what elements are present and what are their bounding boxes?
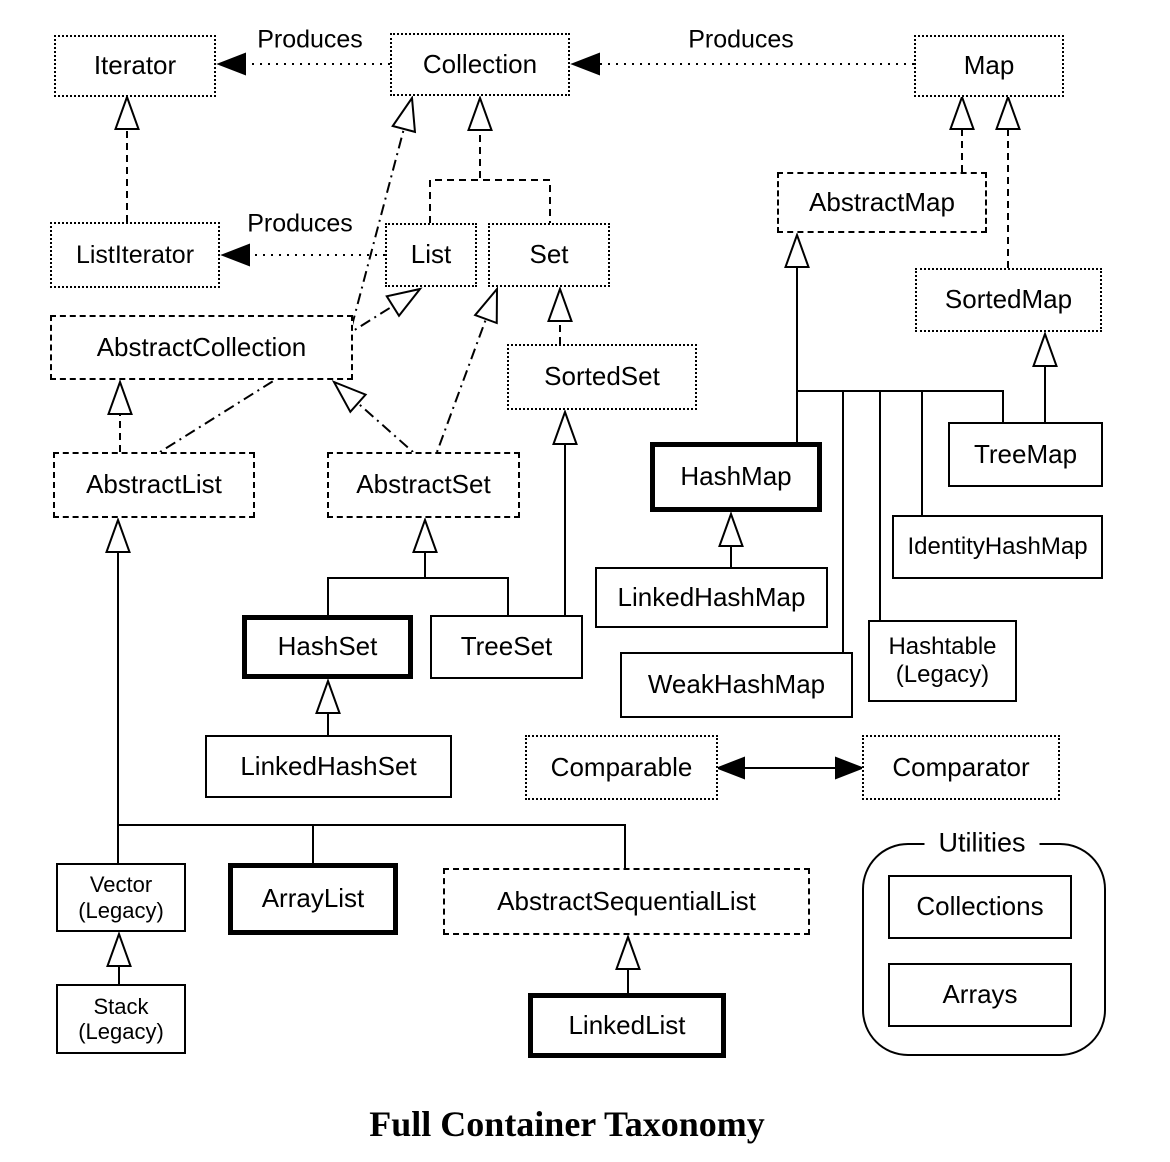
produces-label: Produces [254, 25, 366, 55]
edge-collection-produces-iterator-arrowhead [216, 52, 246, 76]
class-box-identity-hash-map: IdentityHashMap [892, 515, 1103, 579]
edge-comparable-comparator-arrow-arrowhead [835, 756, 865, 780]
interface-box-comparator: Comparator [862, 735, 1060, 800]
interface-box-comparable: Comparable [525, 735, 718, 800]
interface-box-map: Map [914, 35, 1064, 97]
class-box-hash-map: HashMap [650, 442, 822, 512]
edge-abstractlist-extends-abstractcollection-arrowhead [107, 379, 133, 415]
edge-abstractset-extends-abstractcollection [333, 381, 414, 453]
interface-box-sorted-set: SortedSet [507, 344, 697, 410]
class-box-stack: Stack (Legacy) [56, 984, 186, 1054]
edge-list-produces-listiterator-arrowhead [220, 243, 250, 267]
edge-stack-extends-vector-arrowhead [106, 931, 132, 967]
class-box-abstract-list: AbstractList [53, 452, 255, 518]
edge-abstractcollection-implements-collection [349, 97, 413, 334]
interface-box-list: List [385, 223, 477, 287]
edge-hashset-treeset-bracket [327, 577, 509, 615]
class-box-abstract-sequential-list: AbstractSequentialList [443, 868, 810, 935]
edge-linkedlist-extends-abstractsequentiallist-arrowhead [615, 934, 641, 970]
class-box-weak-hash-map: WeakHashMap [620, 652, 853, 718]
class-box-abstract-map: AbstractMap [777, 172, 987, 233]
class-box-linked-hash-set: LinkedHashSet [205, 735, 452, 798]
diagram-title: Full Container Taxonomy [369, 1104, 765, 1144]
edge-sortedset-extends-set-arrowhead [547, 286, 573, 322]
class-box-linked-hash-map: LinkedHashMap [595, 567, 828, 628]
class-box-vector: Vector (Legacy) [56, 863, 186, 932]
utilities-label: Utilities [924, 827, 1040, 859]
class-box-hash-set: HashSet [242, 615, 413, 679]
edge-comparable-comparator-arrow-arrowhead [715, 756, 745, 780]
edge-linkedhashmap-extends-hashmap-arrowhead [718, 511, 744, 547]
edge-treeset-implements-sortedset-arrowhead [552, 409, 578, 445]
edge-maps-extend-abstractmap-stem-arrowhead [784, 232, 810, 268]
edge-abstractcollection-implements-collection-arrowhead [391, 95, 417, 134]
interface-box-list-iterator: ListIterator [50, 222, 220, 288]
edge-abstractset-extends-abstractcollection-arrowhead [331, 380, 368, 414]
produces-label: Produces [244, 209, 356, 239]
edge-map-produces-collection-arrowhead [570, 52, 600, 76]
edge-list-set-extend-collection-bracket [429, 179, 551, 223]
class-box-arrays-utility: Arrays [888, 963, 1072, 1027]
edge-abstractset-implements-set [436, 288, 498, 453]
class-box-tree-map: TreeMap [948, 422, 1103, 487]
edge-abstractmap-descendants-bar [797, 390, 1004, 422]
class-box-abstract-collection: AbstractCollection [50, 315, 353, 380]
edge-sortedmap-extends-map-arrowhead [995, 94, 1021, 130]
interface-box-sorted-map: SortedMap [915, 268, 1102, 332]
edge-abstractset-implements-set-arrowhead [473, 286, 499, 325]
class-box-array-list: ArrayList [228, 863, 398, 935]
class-box-hashtable: Hashtable (Legacy) [868, 620, 1017, 702]
interface-box-iterator: Iterator [54, 35, 216, 97]
class-box-tree-set: TreeSet [430, 615, 583, 679]
edge-abstractlist-implements-list-arrowhead [385, 287, 423, 318]
edge-list-set-extend-collection-stem-arrowhead [467, 95, 493, 131]
edge-lists-extend-abstractlist-stem-arrowhead [105, 517, 131, 553]
edge-hashset-treeset-extend-abstractset-stem-arrowhead [412, 517, 438, 553]
edge-linkedhashset-extends-hashset-arrowhead [315, 678, 341, 714]
class-box-linked-list: LinkedList [528, 993, 726, 1058]
edge-listiterator-extends-iterator-arrowhead [114, 94, 140, 130]
produces-label: Produces [685, 25, 797, 55]
class-box-abstract-set: AbstractSet [327, 452, 520, 518]
edge-abstractlist-descendants-bar [117, 824, 626, 868]
edge-abstractmap-implements-map-arrowhead [949, 94, 975, 130]
interface-box-set: Set [488, 223, 610, 287]
class-box-collections-utility: Collections [888, 875, 1072, 939]
edge-treemap-implements-sortedmap-arrowhead [1032, 331, 1058, 367]
interface-box-collection: Collection [390, 33, 570, 96]
